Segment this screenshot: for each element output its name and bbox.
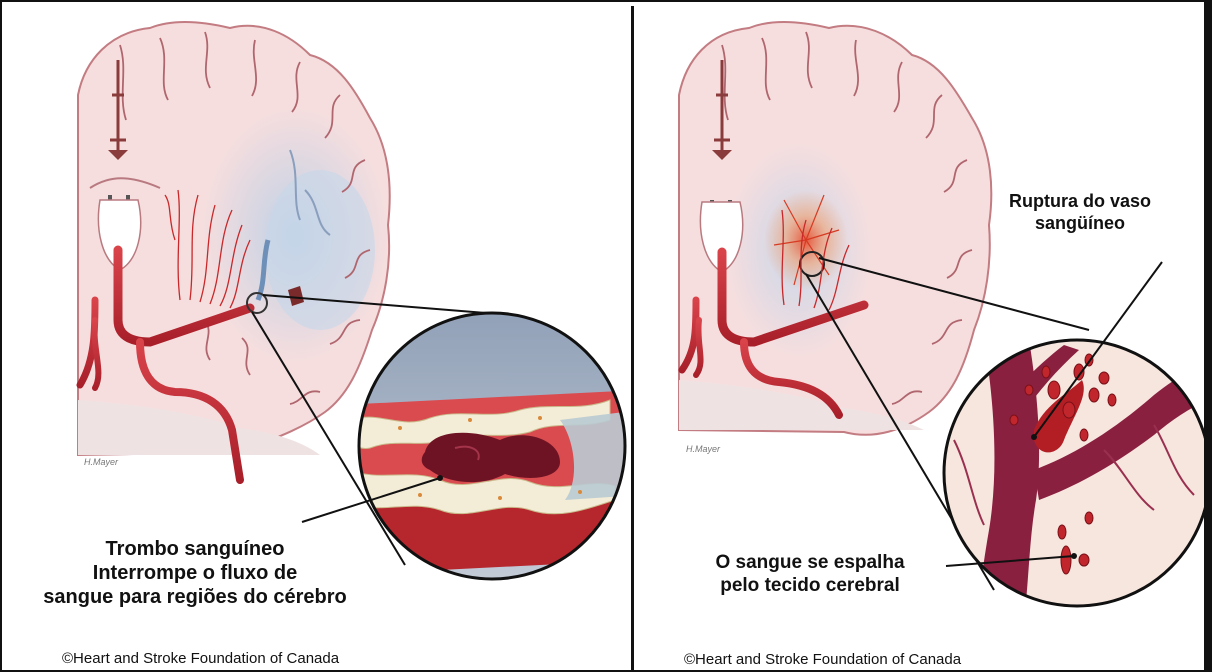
rupture-label: Ruptura do vaso sangüíneo [980,191,1180,234]
artist-signature: H.Mayer [686,444,720,454]
ischemic-stroke-panel: H.Mayer Trombo sanguíneo Interrompe o fl… [0,0,631,672]
thrombus-label-line-1: Trombo sanguíneo [10,537,380,561]
hemorrhagic-stroke-panel: H.Mayer Ruptura do vaso sangüíneo O sang… [634,0,1212,672]
thrombus-label-line-3: sangue para regiões do cérebro [10,585,380,609]
copyright-credit: ©Heart and Stroke Foundation of Canada [62,650,339,667]
thrombus-label-line-2: Interrompe o fluxo de [10,561,380,585]
blood-spread-label-line-1: O sangue se espalha [690,552,930,575]
blood-spread-label-line-2: pelo tecido cerebral [690,575,930,598]
copyright-credit: ©Heart and Stroke Foundation of Canada [684,651,961,668]
blood-spread-label: O sangue se espalha pelo tecido cerebral [690,552,930,598]
artist-signature: H.Mayer [84,457,118,467]
rupture-label-line-2: sangüíneo [980,213,1180,235]
rupture-label-line-1: Ruptura do vaso [980,191,1180,213]
thrombus-label: Trombo sanguíneo Interrompe o fluxo de s… [10,537,380,609]
magnified-artery-view [340,300,631,590]
